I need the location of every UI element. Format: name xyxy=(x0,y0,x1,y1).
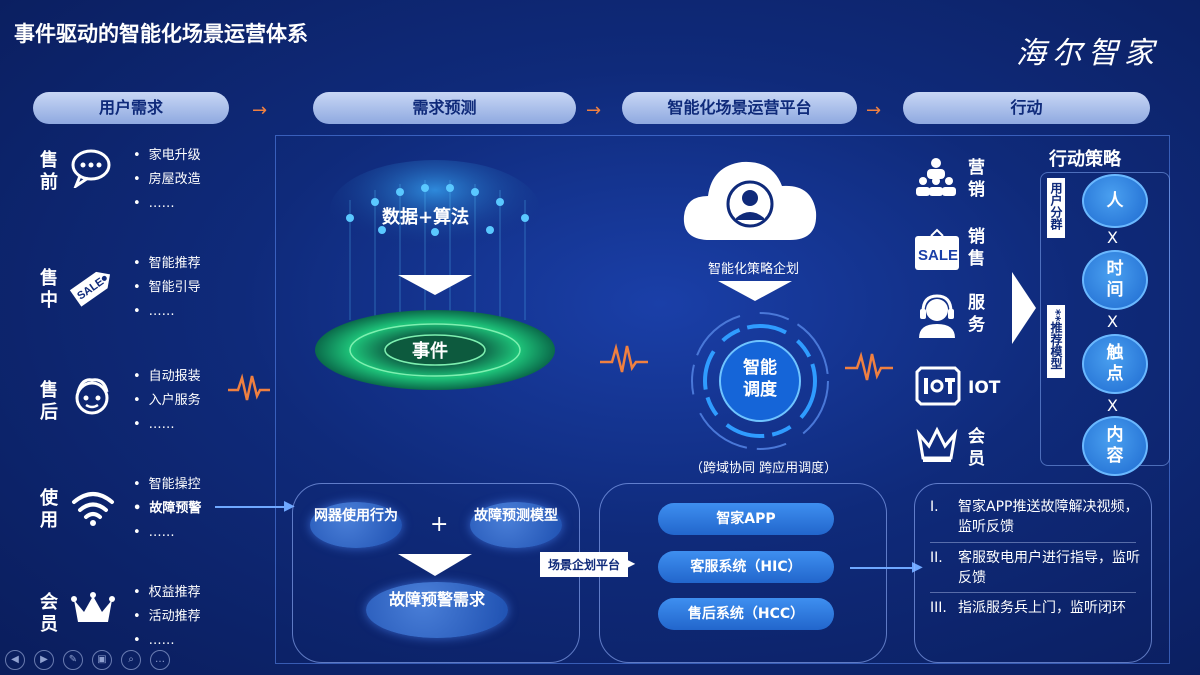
channel-iot: IOT xyxy=(968,378,1001,398)
arrow-right-icon: ▶ xyxy=(626,556,636,570)
multiply-icon: X xyxy=(1107,312,1118,331)
pulse-icon xyxy=(845,350,893,388)
smart-dispatch-label: 智能调度 xyxy=(743,358,777,400)
zoom-button[interactable]: ⌕ xyxy=(121,650,141,670)
pulse-icon xyxy=(600,342,648,380)
wifi-icon xyxy=(70,488,116,532)
strategy-person: 人 xyxy=(1082,174,1148,228)
svg-text:SALE: SALE xyxy=(918,247,958,264)
system-hic-button[interactable]: 客服系统（HIC） xyxy=(658,551,834,583)
page-title: 事件驱动的智能化场景运营体系 xyxy=(14,22,308,46)
user-group-tag: 用户分群 xyxy=(1047,178,1065,238)
list-item: 权益推荐 xyxy=(133,581,201,605)
network-behavior-oval: 网器使用行为 xyxy=(310,502,402,548)
data-algorithm-label: 数据+算法 xyxy=(382,207,470,228)
audience-icon xyxy=(913,155,959,203)
list-item: 入户服务 xyxy=(133,389,201,413)
arrow-right-icon: ▶ xyxy=(284,498,295,514)
system-app-button[interactable]: 智家APP xyxy=(658,503,834,535)
multiply-icon: X xyxy=(1107,396,1118,415)
arrow-down-icon xyxy=(718,281,792,305)
recommend-model-tag: **推荐模型 xyxy=(1047,305,1065,378)
connector-line xyxy=(850,567,915,569)
header-platform: 智能化场景运营平台 xyxy=(622,92,857,124)
iot-icon xyxy=(915,366,961,410)
category-usage: 使用 xyxy=(40,488,58,531)
system-hcc-button[interactable]: 售后系统（HCC） xyxy=(658,598,834,630)
sale-tag-icon: SALE xyxy=(66,262,118,316)
divider xyxy=(930,592,1136,593)
strategy-title: 行动策略 xyxy=(1049,149,1121,170)
list-item: …… xyxy=(133,300,201,324)
list-item: 智能操控 xyxy=(133,473,201,497)
plus-icon: + xyxy=(430,512,449,537)
list-item: …… xyxy=(133,629,201,653)
arrow-down-icon xyxy=(398,554,472,580)
next-slide-button[interactable]: ▶ xyxy=(34,650,54,670)
prev-slide-button[interactable]: ◀ xyxy=(5,650,25,670)
strategy-time: 时间 xyxy=(1082,250,1148,310)
list-item: 房屋改造 xyxy=(133,168,201,192)
category-insale: 售中 xyxy=(40,268,58,311)
cloud-user-icon xyxy=(680,150,820,250)
channel-sales: 销售 xyxy=(968,227,985,269)
category-member: 会员 xyxy=(40,592,58,635)
action-steps-box xyxy=(914,483,1152,663)
fault-demand-oval: 故障预警需求 xyxy=(366,582,508,638)
connector-line xyxy=(215,506,289,508)
category-presale: 售前 xyxy=(40,150,58,193)
scene-platform-tag: 场景企划平台 xyxy=(540,552,629,577)
channel-service: 服务 xyxy=(968,293,985,335)
sale-box-icon: SALE xyxy=(913,228,961,276)
list-item: …… xyxy=(133,192,201,216)
pen-tool-button[interactable]: ✎ xyxy=(63,650,83,670)
list-item: 故障预警 xyxy=(133,497,201,521)
list-item: 活动推荐 xyxy=(133,605,201,629)
arrow-right-icon: → xyxy=(252,100,268,121)
user-face-icon xyxy=(70,374,114,424)
brand-logo: 海尔智家 xyxy=(1016,36,1160,71)
chevron-right-icon xyxy=(1012,272,1036,348)
list-item: 家电升级 xyxy=(133,144,201,168)
arrow-right-icon: ▶ xyxy=(912,559,923,575)
chat-bubbles-icon xyxy=(70,146,112,192)
strategy-touchpoint: 触点 xyxy=(1082,334,1148,394)
list-item: 自动报装 xyxy=(133,365,201,389)
strategy-content: 内容 xyxy=(1082,416,1148,476)
list-item: …… xyxy=(133,521,201,545)
event-label: 事件 xyxy=(412,341,448,362)
crown-icon xyxy=(70,590,116,632)
header-action: 行动 xyxy=(903,92,1150,124)
multiply-icon: X xyxy=(1107,228,1118,247)
pulse-icon xyxy=(228,372,270,408)
list-item: 智能推荐 xyxy=(133,252,201,276)
channel-member: 会员 xyxy=(968,427,985,469)
list-item: …… xyxy=(133,413,201,437)
headset-agent-icon xyxy=(915,292,959,342)
more-options-button[interactable]: … xyxy=(150,650,170,670)
fault-model-oval: 故障预测模型 xyxy=(470,502,562,548)
crown-icon xyxy=(915,424,959,468)
dispatch-ring-graphic xyxy=(680,305,840,459)
data-sphere-graphic xyxy=(310,150,560,394)
dispatch-subtitle: （跨域协同 跨应用调度） xyxy=(690,461,838,476)
arrow-right-icon: → xyxy=(586,100,602,121)
channel-marketing: 营销 xyxy=(968,158,985,200)
header-demand-prediction: 需求预测 xyxy=(313,92,576,124)
strategy-planning-label: 智能化策略企划 xyxy=(708,262,800,277)
list-item: 智能引导 xyxy=(133,276,201,300)
arrow-right-icon: → xyxy=(866,100,882,121)
header-user-demand: 用户需求 xyxy=(33,92,229,124)
slides-view-button[interactable]: ▣ xyxy=(92,650,112,670)
category-aftersale: 售后 xyxy=(40,380,58,423)
divider xyxy=(930,542,1136,543)
